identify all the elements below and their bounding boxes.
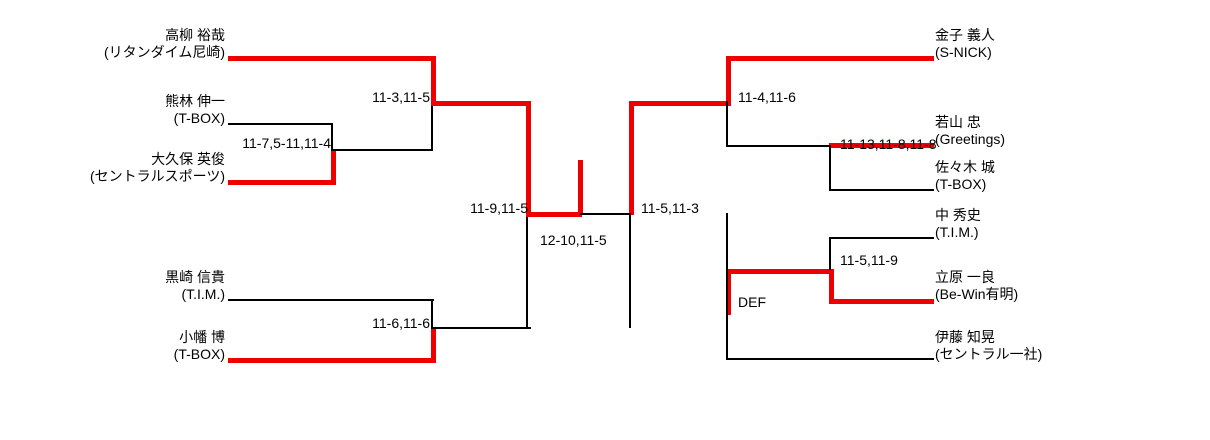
player-entry: 金子 義人(S-NICK) <box>935 27 995 61</box>
bracket-line-semi-b-join <box>629 213 631 328</box>
player-club: (T.I.M.) <box>181 286 225 302</box>
bracket-line-p5-feed <box>228 358 436 363</box>
player-entry: 立原 一良(Be-Win有明) <box>935 269 1018 303</box>
bracket-line-r2b-out <box>431 327 531 329</box>
player-name: 伊藤 知晃 <box>935 329 995 345</box>
bracket-line-r2a-join <box>431 101 433 151</box>
player-club: (T-BOX) <box>935 176 987 192</box>
bracket-line-p1-feed <box>228 56 436 61</box>
bracket-line-r2d-rise <box>726 269 731 315</box>
match-score: 11-9,11-5 <box>470 200 528 216</box>
match-score: 11-7,5-11,11-4 <box>242 135 331 151</box>
player-club: (リタンダイム尼崎) <box>103 44 225 60</box>
player-name: 立原 一良 <box>935 269 995 285</box>
bracket-line-r2c-in <box>629 101 731 106</box>
player-name: 熊林 伸一 <box>165 93 225 109</box>
player-entry: 中 秀史(T.I.M.) <box>935 207 981 241</box>
bracket-line-semi-a-drop <box>526 101 531 216</box>
match-score: 11-5,11-3 <box>641 200 699 216</box>
bracket-line-r2c-rise <box>726 56 731 104</box>
match-score: 11-13,11-8,11-8 <box>840 136 937 152</box>
player-entry: 大久保 英俊(セントラルスポーツ) <box>0 151 225 185</box>
bracket-line-r1c-join <box>829 237 831 270</box>
bracket-line-r1b-join <box>829 145 831 190</box>
player-entry: 小幡 博(T-BOX) <box>0 329 225 363</box>
bracket-line-r1a-join <box>331 123 333 150</box>
bracket-line-p9-feed <box>829 237 934 239</box>
bracket-line-r2a-out <box>431 101 531 106</box>
bracket-line-p10-feed <box>829 299 934 304</box>
player-club: (Greetings) <box>935 131 1006 147</box>
bracket-line-r2d-in <box>726 269 832 274</box>
match-score: 11-3,11-5 <box>372 89 430 105</box>
bracket-line-r1b-in <box>726 145 832 147</box>
player-entry: 熊林 伸一(T-BOX) <box>0 93 225 127</box>
player-club: (S-NICK) <box>935 44 992 60</box>
match-score: 11-5,11-9 <box>840 252 898 268</box>
player-entry: 高柳 裕哉(リタンダイム尼崎) <box>0 27 225 61</box>
match-score: 12-10,11-5 <box>540 232 607 248</box>
bracket-line-p8-feed <box>829 189 934 191</box>
bracket-line-r2b-rise <box>431 328 436 360</box>
bracket-line-p11-feed <box>726 358 934 360</box>
bracket-line-r2b-join <box>431 299 433 329</box>
player-entry: 伊藤 知晃(セントラル一社) <box>935 329 1042 363</box>
bracket-line-r1c-drop <box>829 269 834 301</box>
bracket-line-p7-feed <box>829 143 934 148</box>
player-name: 大久保 英俊 <box>151 151 225 167</box>
bracket-line-p2-feed <box>228 123 333 125</box>
player-name: 小幡 博 <box>179 329 225 345</box>
bracket-line-r2c-join <box>726 101 728 147</box>
bracket-line-final-right <box>580 213 633 215</box>
player-name: 黒崎 信貴 <box>165 269 225 285</box>
match-score: 11-4,11-6 <box>738 89 796 105</box>
player-club: (T-BOX) <box>173 346 225 362</box>
bracket-line-r1a-rise <box>331 150 336 182</box>
bracket-line-semi-a-join <box>526 214 528 329</box>
bracket-line-semi-b-rise <box>629 101 634 215</box>
player-name: 若山 忠 <box>935 114 981 130</box>
player-name: 佐々木 城 <box>935 159 995 175</box>
bracket-line-r1a-out <box>331 149 433 151</box>
player-club: (セントラルスポーツ) <box>89 168 225 184</box>
player-club: (T-BOX) <box>173 110 225 126</box>
match-score: DEF <box>738 294 766 310</box>
player-club: (T.I.M.) <box>935 224 979 240</box>
bracket-line-r2d-bottom <box>726 213 728 360</box>
bracket-line-p4-feed <box>228 299 434 301</box>
player-entry: 若山 忠(Greetings) <box>935 114 1005 148</box>
bracket-line-r2a-drop <box>431 56 436 103</box>
bracket-line-final-left <box>526 212 582 217</box>
player-name: 中 秀史 <box>935 207 981 223</box>
player-entry: 黒崎 信貴(T.I.M.) <box>0 269 225 303</box>
player-club: (セントラル一社) <box>935 346 1043 362</box>
player-name: 金子 義人 <box>935 27 995 43</box>
bracket-line-p3-feed <box>228 180 336 185</box>
player-entry: 佐々木 城(T-BOX) <box>935 159 995 193</box>
bracket-line-champion-stub <box>578 160 583 214</box>
bracket-line-p6-feed <box>728 56 934 61</box>
player-name: 高柳 裕哉 <box>165 27 225 43</box>
player-club: (Be-Win有明) <box>935 286 1019 302</box>
match-score: 11-6,11-6 <box>372 315 430 331</box>
